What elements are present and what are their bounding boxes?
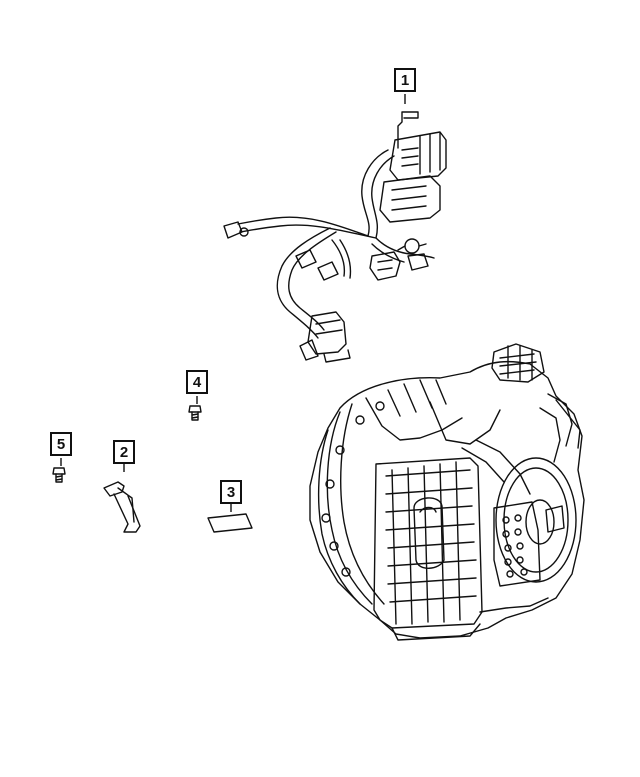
callout-5: 5 xyxy=(50,432,72,456)
transmission-assembly xyxy=(309,343,585,641)
bolt-part-5 xyxy=(52,467,66,483)
callout-5-number: 5 xyxy=(56,435,66,453)
callout-1: 1 xyxy=(394,68,416,92)
bolt-part-4 xyxy=(188,405,202,421)
callout-1-number: 1 xyxy=(400,71,410,89)
callout-4-number: 4 xyxy=(192,373,202,391)
callout-2-number: 2 xyxy=(119,443,129,461)
label-part-3 xyxy=(207,513,253,533)
callout-4: 4 xyxy=(186,370,208,394)
wiring-harness xyxy=(223,111,447,363)
callout-3: 3 xyxy=(220,480,242,504)
callout-3-number: 3 xyxy=(226,483,236,501)
bracket-part-2 xyxy=(103,481,141,533)
callout-2: 2 xyxy=(113,440,135,464)
